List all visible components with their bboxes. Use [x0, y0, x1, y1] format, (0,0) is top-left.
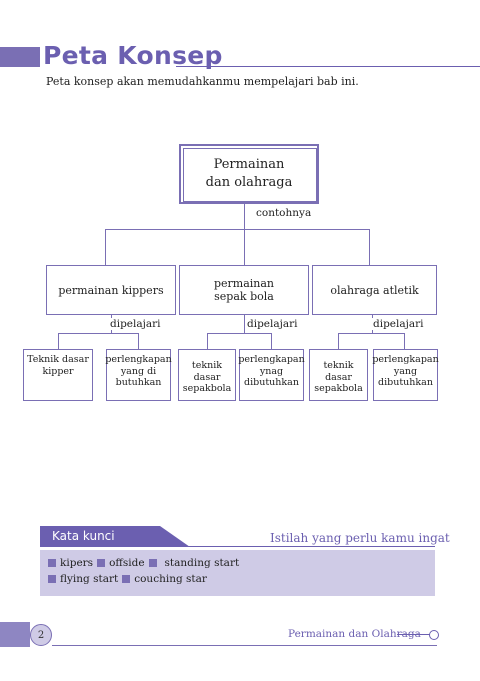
header-accent-bar: [0, 47, 40, 67]
bullet-square-icon: [48, 559, 56, 567]
page-title: Peta Konsep: [43, 41, 223, 70]
footer-ornament-dot-icon: [429, 630, 439, 640]
connector: [105, 229, 106, 265]
concept-branch-label: olahraga atletik: [330, 283, 419, 297]
concept-leaf-text: sepakbola: [182, 383, 232, 394]
bullet-square-icon: [122, 575, 131, 583]
footer-book-title: Permainan dan Olahraga: [288, 628, 421, 640]
concept-branch-sepak-bola: permainan sepak bola: [179, 265, 309, 315]
keyword: offside: [109, 557, 145, 569]
concept-root-line-1: Permainan: [213, 157, 285, 172]
connector: [207, 333, 208, 349]
kata-kunci-subtitle: Istilah yang perlu kamu ingat: [270, 531, 450, 545]
concept-leaf-text: perlengkapan: [238, 354, 305, 365]
kata-kunci-tab: [40, 526, 190, 547]
connector: [244, 315, 245, 333]
connector: [338, 333, 405, 334]
concept-leaf: teknik dasar sepakbola: [309, 349, 368, 401]
concept-branch-label: sepak bola: [214, 290, 274, 303]
concept-leaf-text: teknik dasar: [323, 360, 354, 383]
concept-leaf-text: dibutuhkan: [244, 377, 299, 388]
connector: [271, 333, 272, 349]
connector: [338, 333, 339, 349]
concept-leaf-text: butuhkan: [115, 377, 162, 388]
keyword-row-1: kipers offside standing start: [48, 557, 239, 569]
footer-ornament-line: [397, 634, 430, 635]
concept-leaf-text: perlengkapan: [105, 354, 172, 365]
link-label-contohnya: contohnya: [254, 207, 314, 219]
page-number: 2: [30, 624, 52, 646]
keyword: standing start: [164, 557, 240, 569]
concept-leaf-text: teknik: [191, 360, 223, 371]
concept-leaf-text: yang di: [120, 365, 157, 377]
kata-kunci-panel: [40, 550, 435, 596]
header-rule: [176, 66, 480, 67]
keyword: kipers: [60, 557, 94, 569]
concept-leaf-text: dibutuhkan: [378, 377, 433, 388]
concept-branch-atletik: olahraga atletik: [312, 265, 437, 315]
link-label-dipelajari: dipelajari: [108, 318, 163, 330]
concept-root: Permainan dan olahraga: [179, 144, 319, 204]
keyword: flying start: [60, 573, 119, 585]
concept-leaf: perlengkapan yang dibutuhkan: [372, 349, 439, 401]
concept-root-line-2: dan olahraga: [205, 175, 293, 190]
kata-kunci-rule: [40, 546, 435, 547]
concept-leaf-text: ynag: [259, 365, 284, 377]
concept-leaf-text: Teknik dasar: [27, 354, 89, 365]
concept-leaf-text: sepakbola: [314, 383, 363, 394]
bullet-square-icon: [97, 559, 106, 567]
link-label-dipelajari: dipelajari: [245, 318, 300, 330]
concept-leaf: perlengkapan ynag dibutuhkan: [238, 349, 305, 401]
concept-leaf: perlengkapan yang di butuhkan: [105, 349, 172, 401]
connector: [58, 333, 59, 349]
connector: [404, 333, 405, 349]
link-label-dipelajari: dipelajari: [371, 318, 426, 330]
concept-branch-label: permainan kippers: [58, 283, 164, 297]
keyword-row-2: flying start couching star: [48, 573, 207, 585]
connector: [138, 333, 139, 349]
concept-branch-kippers: permainan kippers: [46, 265, 176, 315]
concept-leaf-text: perlengkapan: [372, 354, 439, 365]
footer-accent-bar: [0, 622, 30, 647]
intro-text: Peta konsep akan memudahkanmu mempelajar…: [46, 75, 359, 88]
kata-kunci-title: Kata kunci: [52, 529, 115, 543]
concept-leaf-text: kipper: [42, 365, 74, 377]
keyword: couching star: [134, 573, 207, 585]
connector: [207, 333, 272, 334]
concept-leaf-text: dasar: [193, 371, 221, 383]
connector: [244, 204, 245, 265]
connector: [105, 229, 370, 230]
connector: [369, 229, 370, 265]
connector: [58, 333, 139, 334]
concept-leaf: teknik dasar sepakbola: [178, 349, 236, 401]
concept-leaf: Teknik dasar kipper: [23, 349, 93, 401]
concept-branch-label: permainan: [213, 277, 275, 290]
bullet-square-icon: [148, 559, 157, 567]
bullet-square-icon: [48, 575, 56, 583]
footer-rule: [52, 645, 437, 646]
concept-leaf-text: yang: [393, 365, 418, 377]
